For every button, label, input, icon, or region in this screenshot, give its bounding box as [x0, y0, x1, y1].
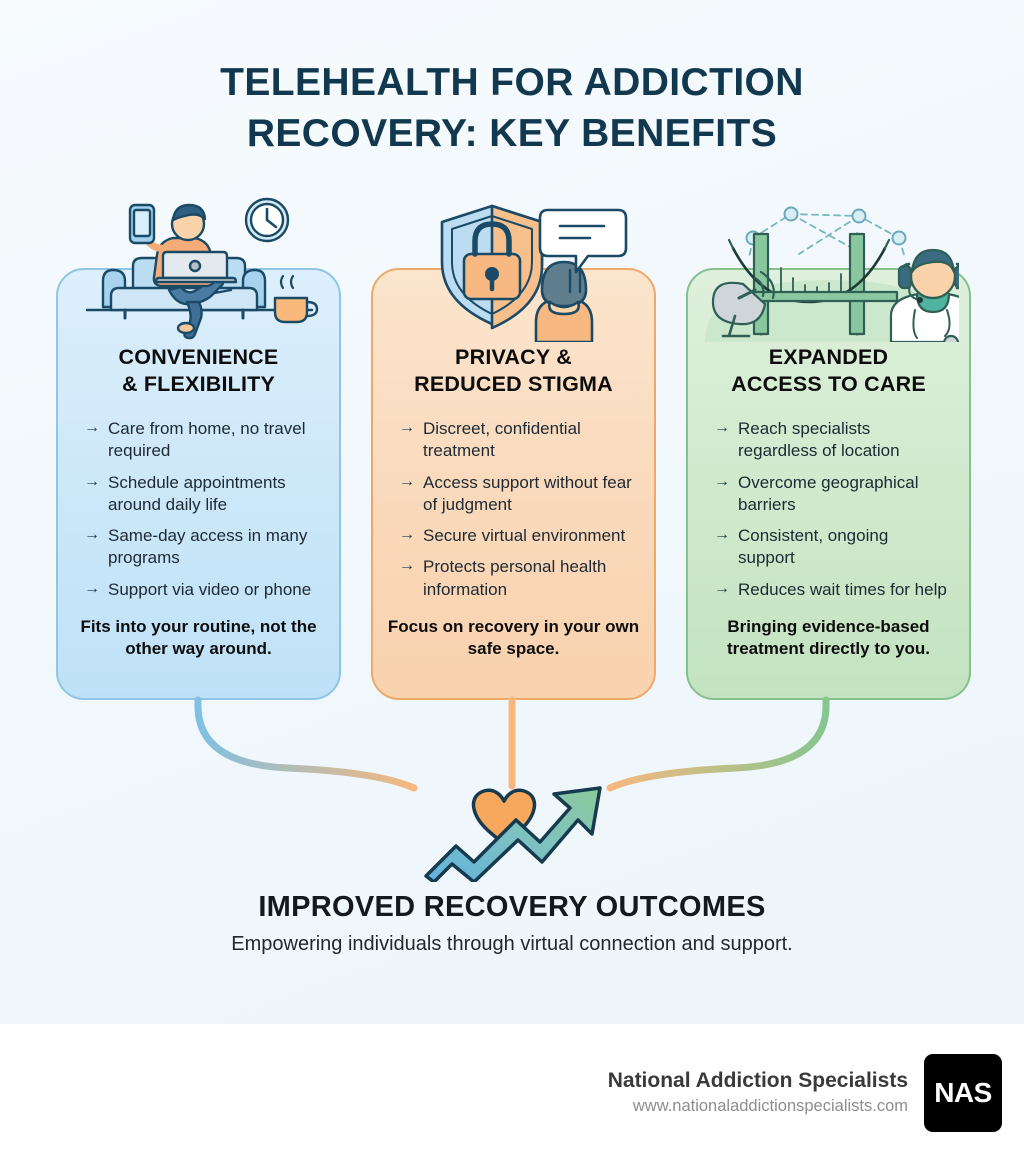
- bullet-item: → Overcome geographical barriers: [714, 472, 949, 517]
- card-heading: EXPANDED ACCESS TO CARE: [702, 344, 955, 398]
- footer-branding: National Addiction Specialists www.natio…: [608, 1054, 1002, 1132]
- arrow-right-icon: →: [714, 472, 730, 490]
- footer-text-block: National Addiction Specialists www.natio…: [608, 1068, 908, 1118]
- arrow-right-icon: →: [399, 419, 415, 437]
- bullet-text: Access support without fear of judgment: [423, 472, 632, 514]
- arrow-right-icon: →: [399, 557, 415, 575]
- bullet-text: Secure virtual environment: [423, 526, 626, 546]
- card-heading-line-1: PRIVACY &: [455, 345, 572, 369]
- card-heading: CONVENIENCE & FLEXIBILITY: [72, 344, 325, 398]
- bullet-text: Consistent, ongoing support: [738, 526, 889, 568]
- card-tagline: Fits into your routine, not the other wa…: [80, 616, 317, 658]
- bullet-item: → Discreet, confidential treatment: [399, 418, 634, 463]
- organization-name: National Addiction Specialists: [607, 1069, 908, 1093]
- person-on-sofa-with-laptop-icon: [69, 192, 329, 342]
- shield-lock-person-icon: [384, 192, 644, 342]
- card-heading-line-2: REDUCED STIGMA: [414, 372, 613, 397]
- bullet-text: Discreet, confidential treatment: [423, 419, 581, 461]
- arrow-right-icon: →: [714, 579, 730, 597]
- card-tagline: Focus on recovery in your own safe space…: [387, 616, 640, 658]
- bullet-text: Support via video or phone: [108, 579, 312, 599]
- bullet-text: Care from home, no travel required: [108, 419, 306, 461]
- bullet-item: → Care from home, no travel required: [84, 418, 319, 463]
- outcome-title: IMPROVED RECOVERY OUTCOMES: [258, 891, 766, 923]
- bullet-text: Reach specialists regardless of location: [738, 419, 900, 461]
- card-heading-line-1: CONVENIENCE: [118, 345, 279, 369]
- bullet-text: Same-day access in many programs: [108, 526, 308, 568]
- arrow-right-icon: →: [84, 472, 100, 490]
- bullet-text: Schedule appointments around daily life: [108, 472, 286, 514]
- bullet-item: → Support via video or phone: [84, 579, 319, 601]
- arrow-right-icon: →: [714, 419, 730, 437]
- bullet-item: → Reach specialists regardless of locatio…: [714, 418, 949, 463]
- bullet-item: → Schedule appointments around daily life: [84, 472, 319, 517]
- bullet-text: Overcome geographical barriers: [738, 472, 919, 514]
- outcome-subtitle: Empowering individuals through virtual c…: [231, 933, 793, 955]
- arrow-right-icon: →: [84, 419, 100, 437]
- bullet-text: Protects personal health information: [423, 557, 607, 599]
- card-bullet-list: → Discreet, confidential treatment → Acces…: [387, 418, 640, 601]
- upward-trend-arrow-with-heart-icon: [412, 772, 612, 884]
- card-bullet-list: → Care from home, no travel required → Sch…: [72, 418, 325, 601]
- card-heading: PRIVACY & REDUCED STIGMA: [387, 344, 640, 398]
- bullet-text: Reduces wait times for help: [738, 579, 947, 599]
- satellite-bridge-doctor-icon: [699, 192, 959, 342]
- bullet-item: → Consistent, ongoing support: [714, 525, 949, 570]
- benefit-card-convenience-flexibility[interactable]: CONVENIENCE & FLEXIBILITY → Care from hom…: [56, 197, 341, 700]
- arrow-right-icon: →: [714, 526, 730, 544]
- bullet-item: → Protects personal health information: [399, 556, 634, 601]
- organization-url[interactable]: www.nationaladdictionspecialists.com: [632, 1097, 908, 1116]
- nas-logo: NAS: [924, 1054, 1002, 1132]
- bullet-item: → Access support without fear of judgment: [399, 472, 634, 517]
- footer: National Addiction Specialists www.natio…: [0, 1024, 1024, 1154]
- card-heading-line-1: EXPANDED: [768, 345, 889, 369]
- arrow-right-icon: →: [84, 526, 100, 544]
- bullet-item: → Same-day access in many programs: [84, 525, 319, 570]
- bullet-item: → Reduces wait times for help: [714, 579, 949, 601]
- logo-text: NAS: [934, 1077, 992, 1108]
- bullet-item: → Secure virtual environment: [399, 525, 634, 547]
- card-heading-line-2: ACCESS TO CARE: [731, 372, 926, 397]
- card-heading-line-2: & FLEXIBILITY: [121, 372, 276, 397]
- benefit-card-privacy-reduced-stigma[interactable]: PRIVACY & REDUCED STIGMA → Discreet, conf…: [371, 204, 656, 700]
- page-title-line-1: TELEHEALTH FOR ADDICTION: [220, 61, 804, 104]
- page-title: TELEHEALTH FOR ADDICTION RECOVERY: KEY B…: [0, 58, 1024, 159]
- card-bullet-list: → Reach specialists regardless of locatio…: [702, 418, 955, 601]
- arrow-right-icon: →: [399, 472, 415, 490]
- card-tagline: Bringing evidence-based treatment direct…: [726, 616, 931, 658]
- page-title-line-2: RECOVERY: KEY BENEFITS: [246, 111, 778, 155]
- benefit-card-expanded-access-to-care[interactable]: EXPANDED ACCESS TO CARE → Reach specialis…: [686, 206, 971, 700]
- arrow-right-icon: →: [399, 526, 415, 544]
- arrow-right-icon: →: [84, 579, 100, 597]
